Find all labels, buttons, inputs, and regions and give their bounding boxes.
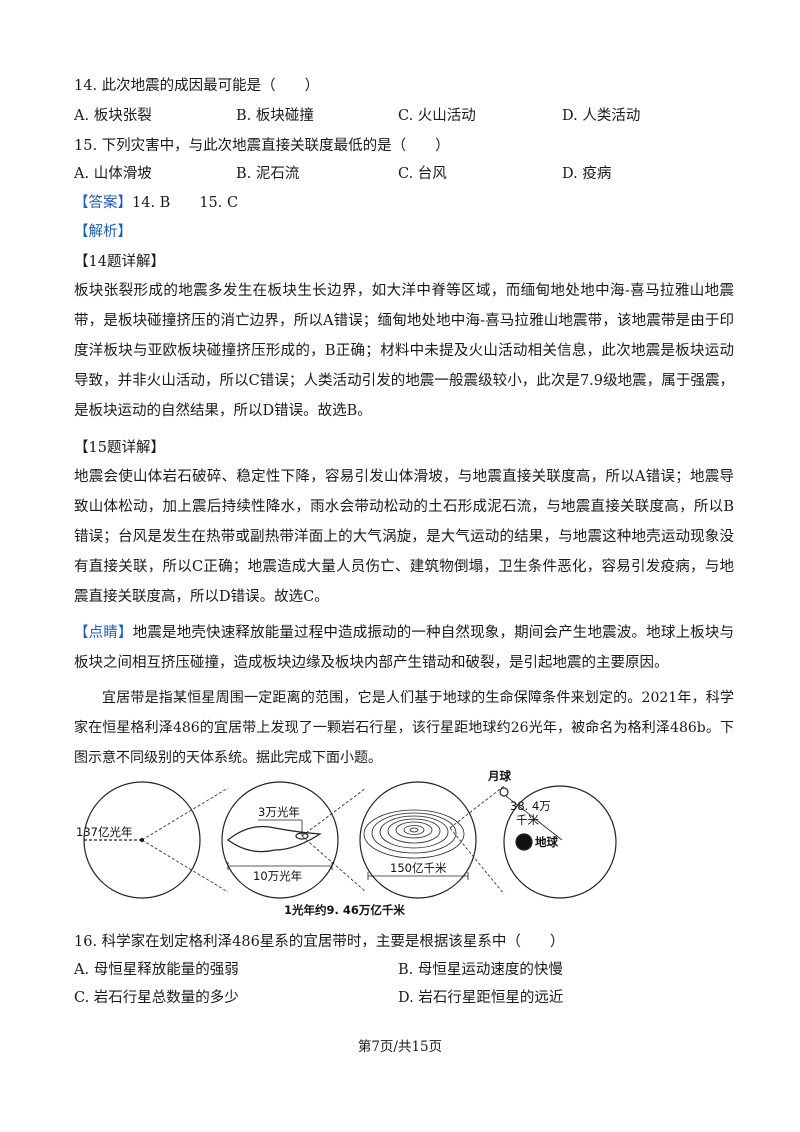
label-3wan: 3万光年 xyxy=(258,805,300,819)
q16-option-b: B. 母恒星运动速度的快慢 xyxy=(398,962,563,978)
solar-orbits xyxy=(363,809,465,859)
earth-moon-circle xyxy=(503,785,617,899)
detail14-heading: 【14题详解】 xyxy=(74,254,165,270)
label-earth: 地球 xyxy=(535,835,558,849)
q14-option-a: A. 板块张裂 xyxy=(74,108,152,124)
q16-option-c: C. 岩石行星总数量的多少 xyxy=(74,990,239,1006)
label-dist-unit: 千米 xyxy=(516,813,539,827)
moon-dot xyxy=(499,787,509,797)
q14-stem: 14. 此次地震的成因最可能是（ ） xyxy=(74,78,320,94)
answer-line: 【答案】14. B 15. C xyxy=(74,193,238,213)
label-10wan: 10万光年 xyxy=(253,869,302,883)
detail15-heading: 【15题详解】 xyxy=(74,440,165,456)
note-text: 地震是地壳快速释放能量过程中造成振动的一种自然现象，期间会产生地震波。地球上板块… xyxy=(74,625,735,671)
label-137: 137亿光年 xyxy=(76,825,132,839)
label-dist-num: 38. 4万 xyxy=(510,799,551,813)
celestial-systems-figure: 137亿光年 3万光年 10万光年 150亿千米 月球 38. 4万 千米 地球… xyxy=(76,770,617,917)
galaxy-circle xyxy=(221,781,339,899)
detail14-text: 板块张裂形成的地震多发生在板块生长边界，如大洋中脊等区域，而缅甸地处地中海-喜马… xyxy=(74,283,734,419)
page-number: 第7页/共15页 xyxy=(357,1039,443,1055)
detail15-text: 地震会使山体岩石破碎、稳定性下降，容易引发山体滑坡，与地震直接关联度高，所以A错… xyxy=(74,469,734,605)
label-150yi: 150亿千米 xyxy=(390,861,447,875)
q14-option-d: D. 人类活动 xyxy=(562,108,641,124)
solar-system-circle xyxy=(359,781,477,899)
q14-option-b: B. 板块碰撞 xyxy=(236,108,314,124)
analysis-tag: 【解析】 xyxy=(74,224,132,240)
figure-caption: 1光年约9. 46万亿千米 xyxy=(284,903,405,917)
q15-option-b: B. 泥石流 xyxy=(236,166,300,182)
label-moon: 月球 xyxy=(487,770,511,783)
q15-stem: 15. 下列灾害中，与此次地震直接关联度最低的是（ ） xyxy=(74,138,450,154)
q15-option-d: D. 疫病 xyxy=(562,166,612,182)
note-paragraph: 【点睛】地震是地壳快速释放能量过程中造成振动的一种自然现象，期间会产生地震波。地… xyxy=(74,618,734,678)
answer-text: 14. B 15. C xyxy=(132,195,239,211)
note-tag: 【点睛】 xyxy=(74,625,133,641)
q16-option-d: D. 岩石行星距恒星的远近 xyxy=(398,990,564,1006)
earth-dot xyxy=(515,833,533,851)
q16-option-a: A. 母恒星释放能量的强弱 xyxy=(74,962,239,978)
galaxy-shape xyxy=(227,825,322,853)
answer-tag: 【答案】 xyxy=(74,195,132,211)
q14-option-c: C. 火山活动 xyxy=(398,108,476,124)
intro-paragraph: 宜居带是指某恒星周围一定距离的范围，它是人们基于地球的生命保障条件来划定的。20… xyxy=(74,690,734,766)
q16-stem: 16. 科学家在划定格利泽486星系的宜居带时，主要是根据该星系中（ ） xyxy=(74,934,565,950)
q15-option-a: A. 山体滑坡 xyxy=(74,166,152,182)
q15-option-c: C. 台风 xyxy=(398,166,447,182)
